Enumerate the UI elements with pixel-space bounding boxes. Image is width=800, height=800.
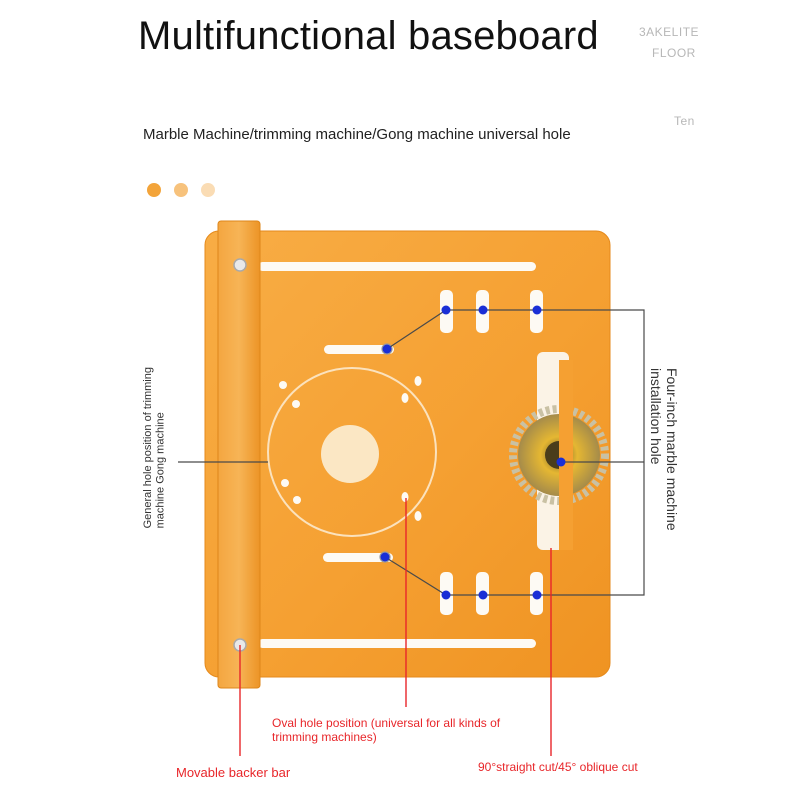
faded-caption-side: Ten bbox=[674, 114, 695, 128]
decor-dot-2 bbox=[174, 183, 188, 197]
subtitle: Marble Machine/trimming machine/Gong mac… bbox=[143, 126, 571, 143]
baseboard-plate bbox=[204, 230, 611, 678]
decor-dot-3 bbox=[201, 183, 215, 197]
backer-bar-note: Movable backer bar bbox=[176, 765, 291, 780]
short-slot-upper bbox=[324, 345, 394, 354]
marble-machine-caption: Four-inch marble machine installation ho… bbox=[648, 368, 681, 531]
faded-caption-line1: 3AKELITE bbox=[639, 25, 700, 39]
saw-blade-icon bbox=[509, 360, 609, 550]
cut-angle-note: 90°straight cut/45° oblique cut bbox=[478, 760, 638, 774]
movable-backer-bar bbox=[217, 220, 261, 689]
oval-hole-note: Oval hole position (universal for all ki… bbox=[272, 716, 501, 745]
top-slot bbox=[258, 262, 536, 271]
callout-dots bbox=[380, 305, 566, 600]
decor-dot-1 bbox=[147, 183, 161, 197]
trimming-hole-caption: General hole position of trimming machin… bbox=[142, 367, 167, 529]
short-slot-lower bbox=[323, 553, 393, 562]
bottom-slot bbox=[258, 639, 536, 648]
trimming-center-hole bbox=[321, 425, 379, 483]
page-title: Multifunctional baseboard bbox=[138, 14, 599, 58]
backer-bar-bolt-top bbox=[233, 258, 247, 272]
trimming-hole-ring bbox=[267, 367, 437, 537]
faded-caption-line2: FLOOR bbox=[652, 46, 696, 60]
